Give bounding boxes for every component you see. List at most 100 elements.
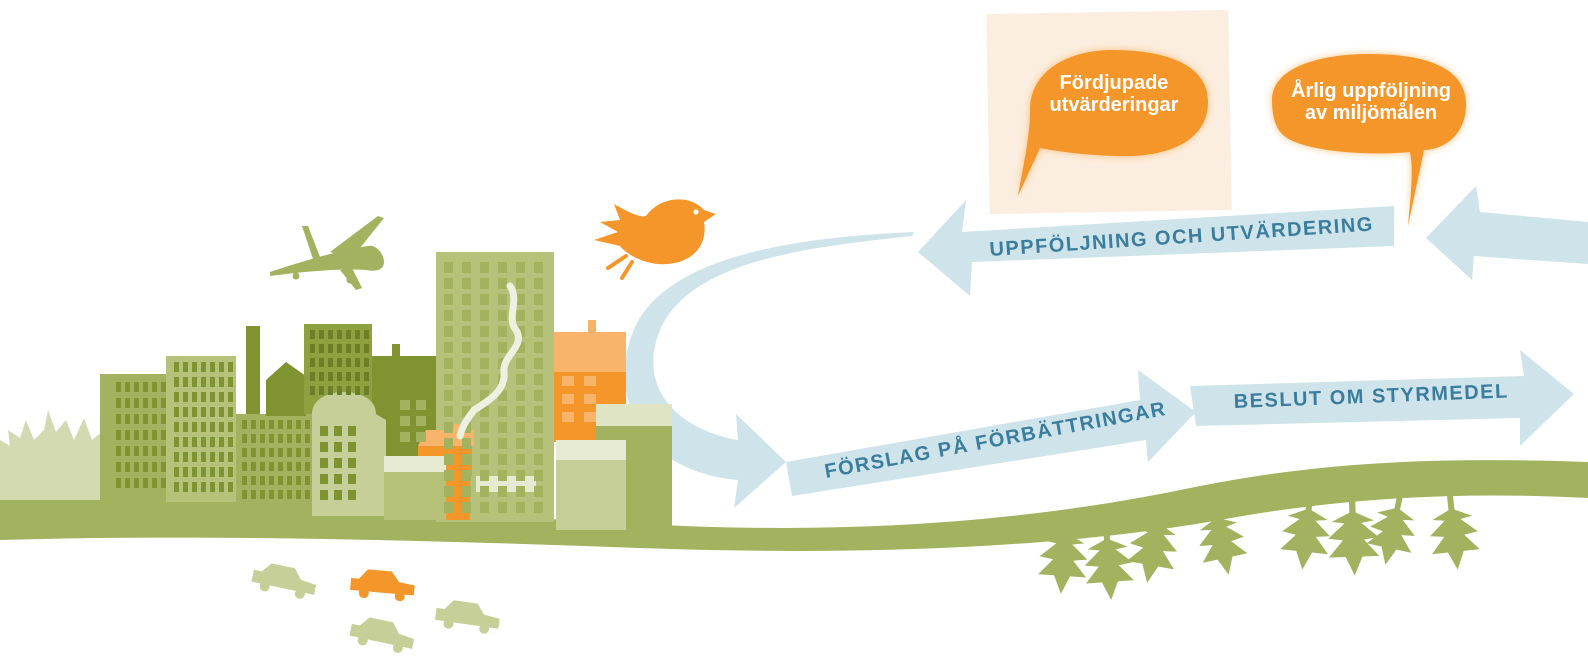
window: [498, 326, 507, 337]
window: [480, 470, 489, 481]
window: [320, 490, 328, 500]
window: [498, 262, 507, 273]
bird-icon: [594, 199, 716, 280]
window: [201, 482, 206, 492]
window: [584, 394, 596, 404]
window: [219, 392, 224, 402]
window: [228, 452, 233, 462]
window: [260, 420, 265, 429]
city: [100, 252, 672, 530]
window: [562, 394, 574, 404]
window: [516, 486, 525, 497]
window: [287, 434, 292, 443]
window: [516, 278, 525, 289]
window: [310, 372, 315, 381]
window: [337, 386, 342, 395]
car-icon: [350, 569, 415, 602]
window: [534, 358, 543, 369]
window: [242, 420, 247, 429]
window: [346, 386, 351, 395]
window: [251, 448, 256, 457]
window: [210, 452, 215, 462]
window: [278, 448, 283, 457]
window: [355, 330, 360, 339]
window: [319, 344, 324, 353]
window: [562, 412, 574, 422]
window: [116, 478, 121, 488]
window: [355, 358, 360, 367]
window: [296, 420, 301, 429]
window: [143, 382, 148, 392]
window: [278, 420, 283, 429]
window: [161, 478, 166, 488]
tree-icon: [1199, 505, 1248, 575]
window: [534, 390, 543, 401]
window: [125, 382, 130, 392]
arrow-uturn: [624, 232, 914, 508]
window: [534, 326, 543, 337]
window: [444, 326, 453, 337]
window: [296, 434, 301, 443]
window: [534, 454, 543, 465]
window: [480, 486, 489, 497]
window: [348, 490, 356, 500]
window: [516, 438, 525, 449]
window: [534, 438, 543, 449]
window: [305, 462, 310, 471]
cars: [251, 563, 500, 653]
window: [444, 342, 453, 353]
window: [334, 474, 342, 484]
window: [320, 426, 328, 436]
window: [134, 398, 139, 408]
window: [134, 382, 139, 392]
window: [416, 432, 426, 442]
window: [462, 502, 471, 513]
window: [116, 430, 121, 440]
window: [480, 406, 489, 417]
window: [201, 437, 206, 447]
window: [364, 344, 369, 353]
window: [174, 377, 179, 387]
window: [462, 326, 471, 337]
window: [183, 362, 188, 372]
window: [516, 454, 525, 465]
window: [534, 342, 543, 353]
bubble-arlig-line2: av miljömålen: [1304, 102, 1438, 124]
bubble-fordjupade: [1018, 50, 1208, 196]
window: [444, 262, 453, 273]
window: [287, 462, 292, 471]
car-icon: [251, 563, 317, 599]
window: [296, 462, 301, 471]
window: [462, 438, 471, 449]
window: [319, 386, 324, 395]
window: [125, 430, 130, 440]
window: [319, 330, 324, 339]
window: [152, 398, 157, 408]
arrow-top: [918, 200, 1394, 296]
window: [287, 420, 292, 429]
window: [143, 478, 148, 488]
window: [183, 452, 188, 462]
window: [480, 262, 489, 273]
window: [462, 358, 471, 369]
window: [228, 362, 233, 372]
window: [310, 344, 315, 353]
window: [269, 462, 274, 471]
window: [355, 372, 360, 381]
window: [134, 462, 139, 472]
tree-icon: [1366, 495, 1415, 565]
tree-icon: [1280, 495, 1330, 570]
window: [416, 416, 426, 426]
window: [143, 462, 148, 472]
window: [346, 358, 351, 367]
window: [296, 490, 301, 499]
window: [480, 342, 489, 353]
window: [516, 310, 525, 321]
window: [174, 467, 179, 477]
window: [534, 310, 543, 321]
window: [328, 330, 333, 339]
window: [444, 278, 453, 289]
window: [116, 414, 121, 424]
car-icon: [349, 617, 415, 653]
window: [534, 406, 543, 417]
